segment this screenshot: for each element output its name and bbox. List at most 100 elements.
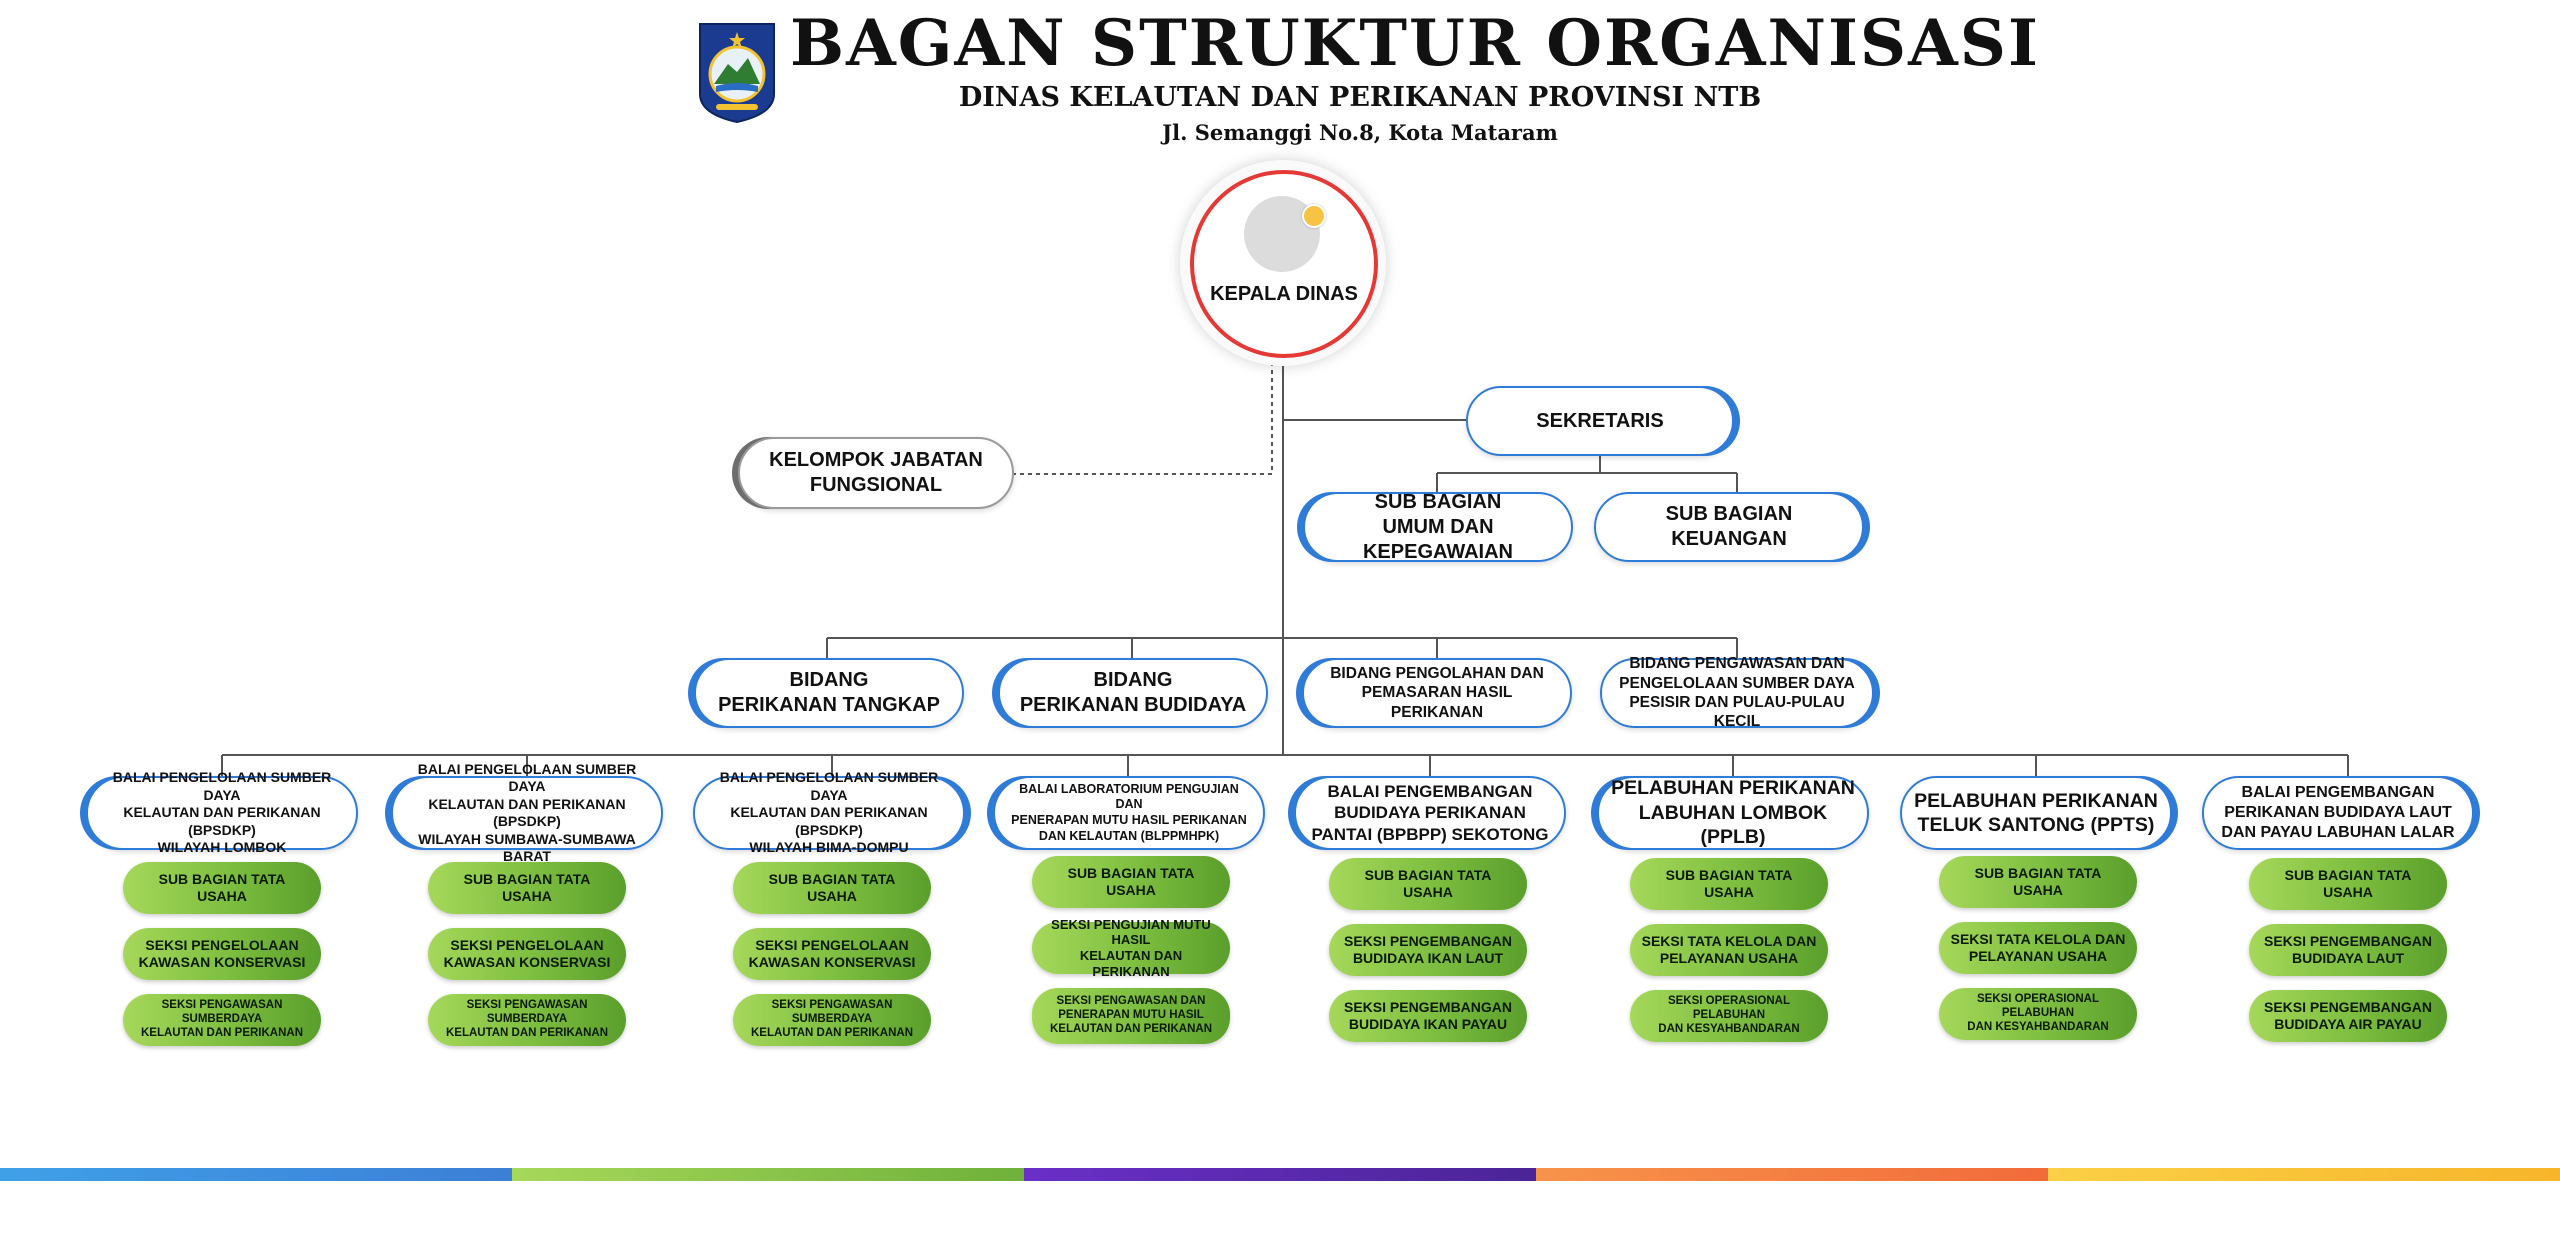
box-line: KEUANGAN (1671, 528, 1787, 550)
section-line: DAN KESYAHBANDARAN (1967, 1020, 2109, 1033)
box-line: BIDANG PENGAWASAN DAN (1629, 655, 1845, 673)
bidang-pengolahan-box: BIDANG PENGOLAHAN DAN PEMASARAN HASIL PER… (1302, 658, 1572, 728)
section-line: SEKSI PENGELOLAAN (145, 937, 299, 954)
color-bar-segment (1024, 1168, 1536, 1181)
section-pill: SUB BAGIAN TATA USAHA (1939, 856, 2137, 908)
box-line: BALAI PENGELOLAAN SUMBER DAYA (719, 769, 939, 803)
section-pill: SUB BAGIAN TATA USAHA (428, 862, 626, 914)
page-title: BAGAN STRUKTUR ORGANISASI (790, 6, 2040, 81)
section-line: SEKSI PENGEMBANGAN (2263, 933, 2433, 950)
box-line: BALAI PENGEMBANGAN (2241, 784, 2435, 801)
box-line: PEMASARAN HASIL PERIKANAN (1361, 684, 1513, 721)
section-line: SEKSI OPERASIONAL PELABUHAN (1976, 993, 2100, 1020)
section-line: KELAUTAN DAN PERIKANAN (445, 1026, 609, 1039)
section-line: KAWASAN KONSERVASI (138, 954, 306, 970)
box-line: WILAYAH LOMBOK (157, 839, 287, 856)
sub-bagian-keuangan-box: SUB BAGIAN KEUANGAN (1594, 492, 1864, 562)
box-line: BIDANG (1093, 669, 1173, 691)
box-line: UMUM DAN KEPEGAWAIAN (1362, 515, 1514, 563)
section-line: BUDIDAYA LAUT (2291, 950, 2404, 966)
section-line: SUB BAGIAN TATA USAHA (1364, 867, 1492, 900)
box-line: WILAYAH SUMBAWA-SUMBAWA BARAT (418, 830, 636, 865)
color-bar-segment (1536, 1168, 2048, 1181)
section-line: SEKSI PENGEMBANGAN (2263, 999, 2433, 1016)
box-line: BIDANG PENGOLAHAN DAN (1330, 664, 1544, 682)
section-line: SEKSI PENGAWASAN SUMBERDAYA (466, 999, 588, 1026)
section-line: KAWASAN KONSERVASI (748, 954, 916, 970)
section-pill: SUB BAGIAN TATA USAHA (1630, 858, 1828, 910)
box-line: PERIKANAN TANGKAP (718, 694, 940, 716)
section-line: SEKSI PENGAWASAN SUMBERDAYA (771, 999, 893, 1026)
box-line: BALAI PENGEMBANGAN (1327, 782, 1533, 802)
box-line: KELAUTAN DAN PERIKANAN (BPSDKP) (428, 795, 626, 830)
box-line: BUDIDAYA PERIKANAN (1334, 803, 1526, 823)
box-line: SEKRETARIS (1536, 409, 1664, 432)
box-line: PANTAI (BPBPP) SEKOTONG (1311, 824, 1549, 844)
section-line: SUB BAGIAN TATA USAHA (2284, 867, 2412, 900)
section-line: SEKSI PENGEMBANGAN (1343, 933, 1513, 950)
box-line: BALAI LABORATORIUM PENGUJIAN DAN (1019, 781, 1239, 812)
section-line: SUB BAGIAN TATA USAHA (463, 871, 591, 904)
section-line: KELAUTAN DAN PERIKANAN (1079, 948, 1183, 979)
section-line: SEKSI PENGELOLAAN (755, 937, 909, 954)
section-pill: SUB BAGIAN TATA USAHA (1032, 856, 1230, 908)
section-line: SUB BAGIAN TATA USAHA (1974, 865, 2102, 898)
color-bar-segment (2048, 1168, 2560, 1181)
kepala-dinas-label: KEPALA DINAS (1210, 283, 1358, 305)
section-line: BUDIDAYA IKAN LAUT (1352, 950, 1504, 966)
section-line: SEKSI PENGAWASAN DAN (1056, 995, 1206, 1008)
section-line: PELAYANAN USAHA (1659, 950, 1799, 966)
box-line: BALAI PENGELOLAAN SUMBER DAYA (417, 760, 637, 795)
section-line: KELAUTAN DAN PERIKANAN (1049, 1022, 1213, 1035)
box-line: PELABUHAN PERIKANAN (1914, 789, 2158, 812)
section-line: BUDIDAYA AIR PAYAU (2274, 1016, 2422, 1032)
section-line: SEKSI PENGUJIAN MUTU HASIL (1051, 916, 1211, 948)
box-line: KELAUTAN DAN PERIKANAN (BPSDKP) (730, 804, 928, 838)
section-line: KAWASAN KONSERVASI (443, 954, 611, 970)
page-subtitle: DINAS KELAUTAN DAN PERIKANAN PROVINSI NT… (958, 82, 1762, 113)
box-line: PENERAPAN MUTU HASIL PERIKANAN (1011, 813, 1247, 827)
section-line: SEKSI PENGELOLAAN (450, 937, 604, 954)
box-line: PENGELOLAAN SUMBER DAYA (1619, 674, 1855, 692)
section-line: SUB BAGIAN TATA USAHA (1067, 865, 1195, 898)
section-line: SUB BAGIAN TATA USAHA (768, 871, 896, 904)
box-line: TELUK SANTONG (PPTS) (1917, 814, 2155, 836)
bidang-perikanan-budidaya-box: BIDANG PERIKANAN BUDIDAYA (998, 658, 1268, 728)
section-line: SEKSI TATA KELOLA DAN (1950, 931, 2126, 948)
box-line: SUB BAGIAN (1665, 503, 1793, 525)
section-line: SEKSI PENGEMBANGAN (1343, 999, 1513, 1016)
color-bar-segment (0, 1168, 512, 1181)
box-line: PERIKANAN BUDIDAYA (1019, 694, 1247, 716)
section-line: SEKSI PENGAWASAN SUMBERDAYA (161, 999, 283, 1026)
section-line: SUB BAGIAN TATA USAHA (1665, 867, 1793, 900)
box-line: BIDANG (789, 669, 869, 691)
section-pill: SUB BAGIAN TATA USAHA (123, 862, 321, 914)
mail-icon (1302, 204, 1326, 228)
section-line: KELAUTAN DAN PERIKANAN (140, 1026, 304, 1039)
sekretaris-box: SEKRETARIS (1466, 386, 1734, 456)
office-address: Jl. Semanggi No.8, Kota Mataram (1162, 120, 1558, 145)
box-line: LABUHAN LOMBOK (PPLB) (1638, 801, 1828, 849)
